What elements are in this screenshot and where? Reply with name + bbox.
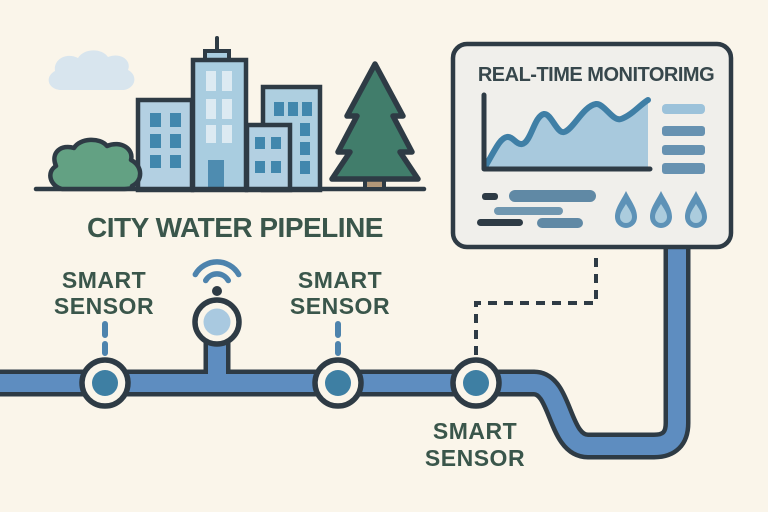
data-link-dashed <box>474 251 598 355</box>
droplet-icon <box>685 191 707 228</box>
sensor-label-2: SMART SENSOR <box>290 267 390 319</box>
smart-sensors <box>79 297 502 409</box>
flow-chart <box>481 92 653 172</box>
wifi-icon <box>192 259 242 296</box>
tree-icon <box>329 61 421 191</box>
readout-lines <box>477 190 596 228</box>
sensor-node-3 <box>450 357 502 409</box>
legend-bar <box>662 145 705 155</box>
sensor-label-line: SENSOR <box>425 445 525 471</box>
bush-icon <box>48 137 143 192</box>
sensor-node-2 <box>312 357 364 409</box>
sensor-node-hub <box>192 297 242 347</box>
scene-title: CITY WATER PIPELINE <box>87 212 383 243</box>
sensor-label-line: SMART <box>298 267 382 293</box>
chart-line <box>482 97 651 170</box>
sensor-label-line: SMART <box>433 418 517 444</box>
droplet-icons <box>615 191 707 228</box>
monitor-title: REAL-TIME MONITORIMG <box>478 64 714 86</box>
chart-axes <box>481 92 653 172</box>
droplet-icon <box>615 191 637 228</box>
sensor-label-1: SMART SENSOR <box>54 267 154 319</box>
cloud-icon <box>48 50 135 90</box>
sensor-label-line: SENSOR <box>54 293 154 319</box>
pipe-water <box>0 247 686 455</box>
city-skyline <box>33 36 427 193</box>
legend-bar <box>662 163 705 174</box>
sensor-node-1 <box>79 357 131 409</box>
building-tall <box>190 36 249 193</box>
building-left <box>135 97 195 193</box>
legend-bar <box>662 104 705 114</box>
droplet-icon <box>650 191 672 228</box>
sensor-label-line: SENSOR <box>290 293 390 319</box>
monitor-panel: REAL-TIME MONITORIMG <box>450 41 734 250</box>
legend-bar <box>662 126 705 136</box>
water-pipeline <box>0 247 691 460</box>
sensor-label-3: SMART SENSOR <box>425 418 525 471</box>
building-mid-small <box>244 122 293 193</box>
sensor-label-line: SMART <box>62 267 146 293</box>
legend-bars <box>662 104 705 174</box>
